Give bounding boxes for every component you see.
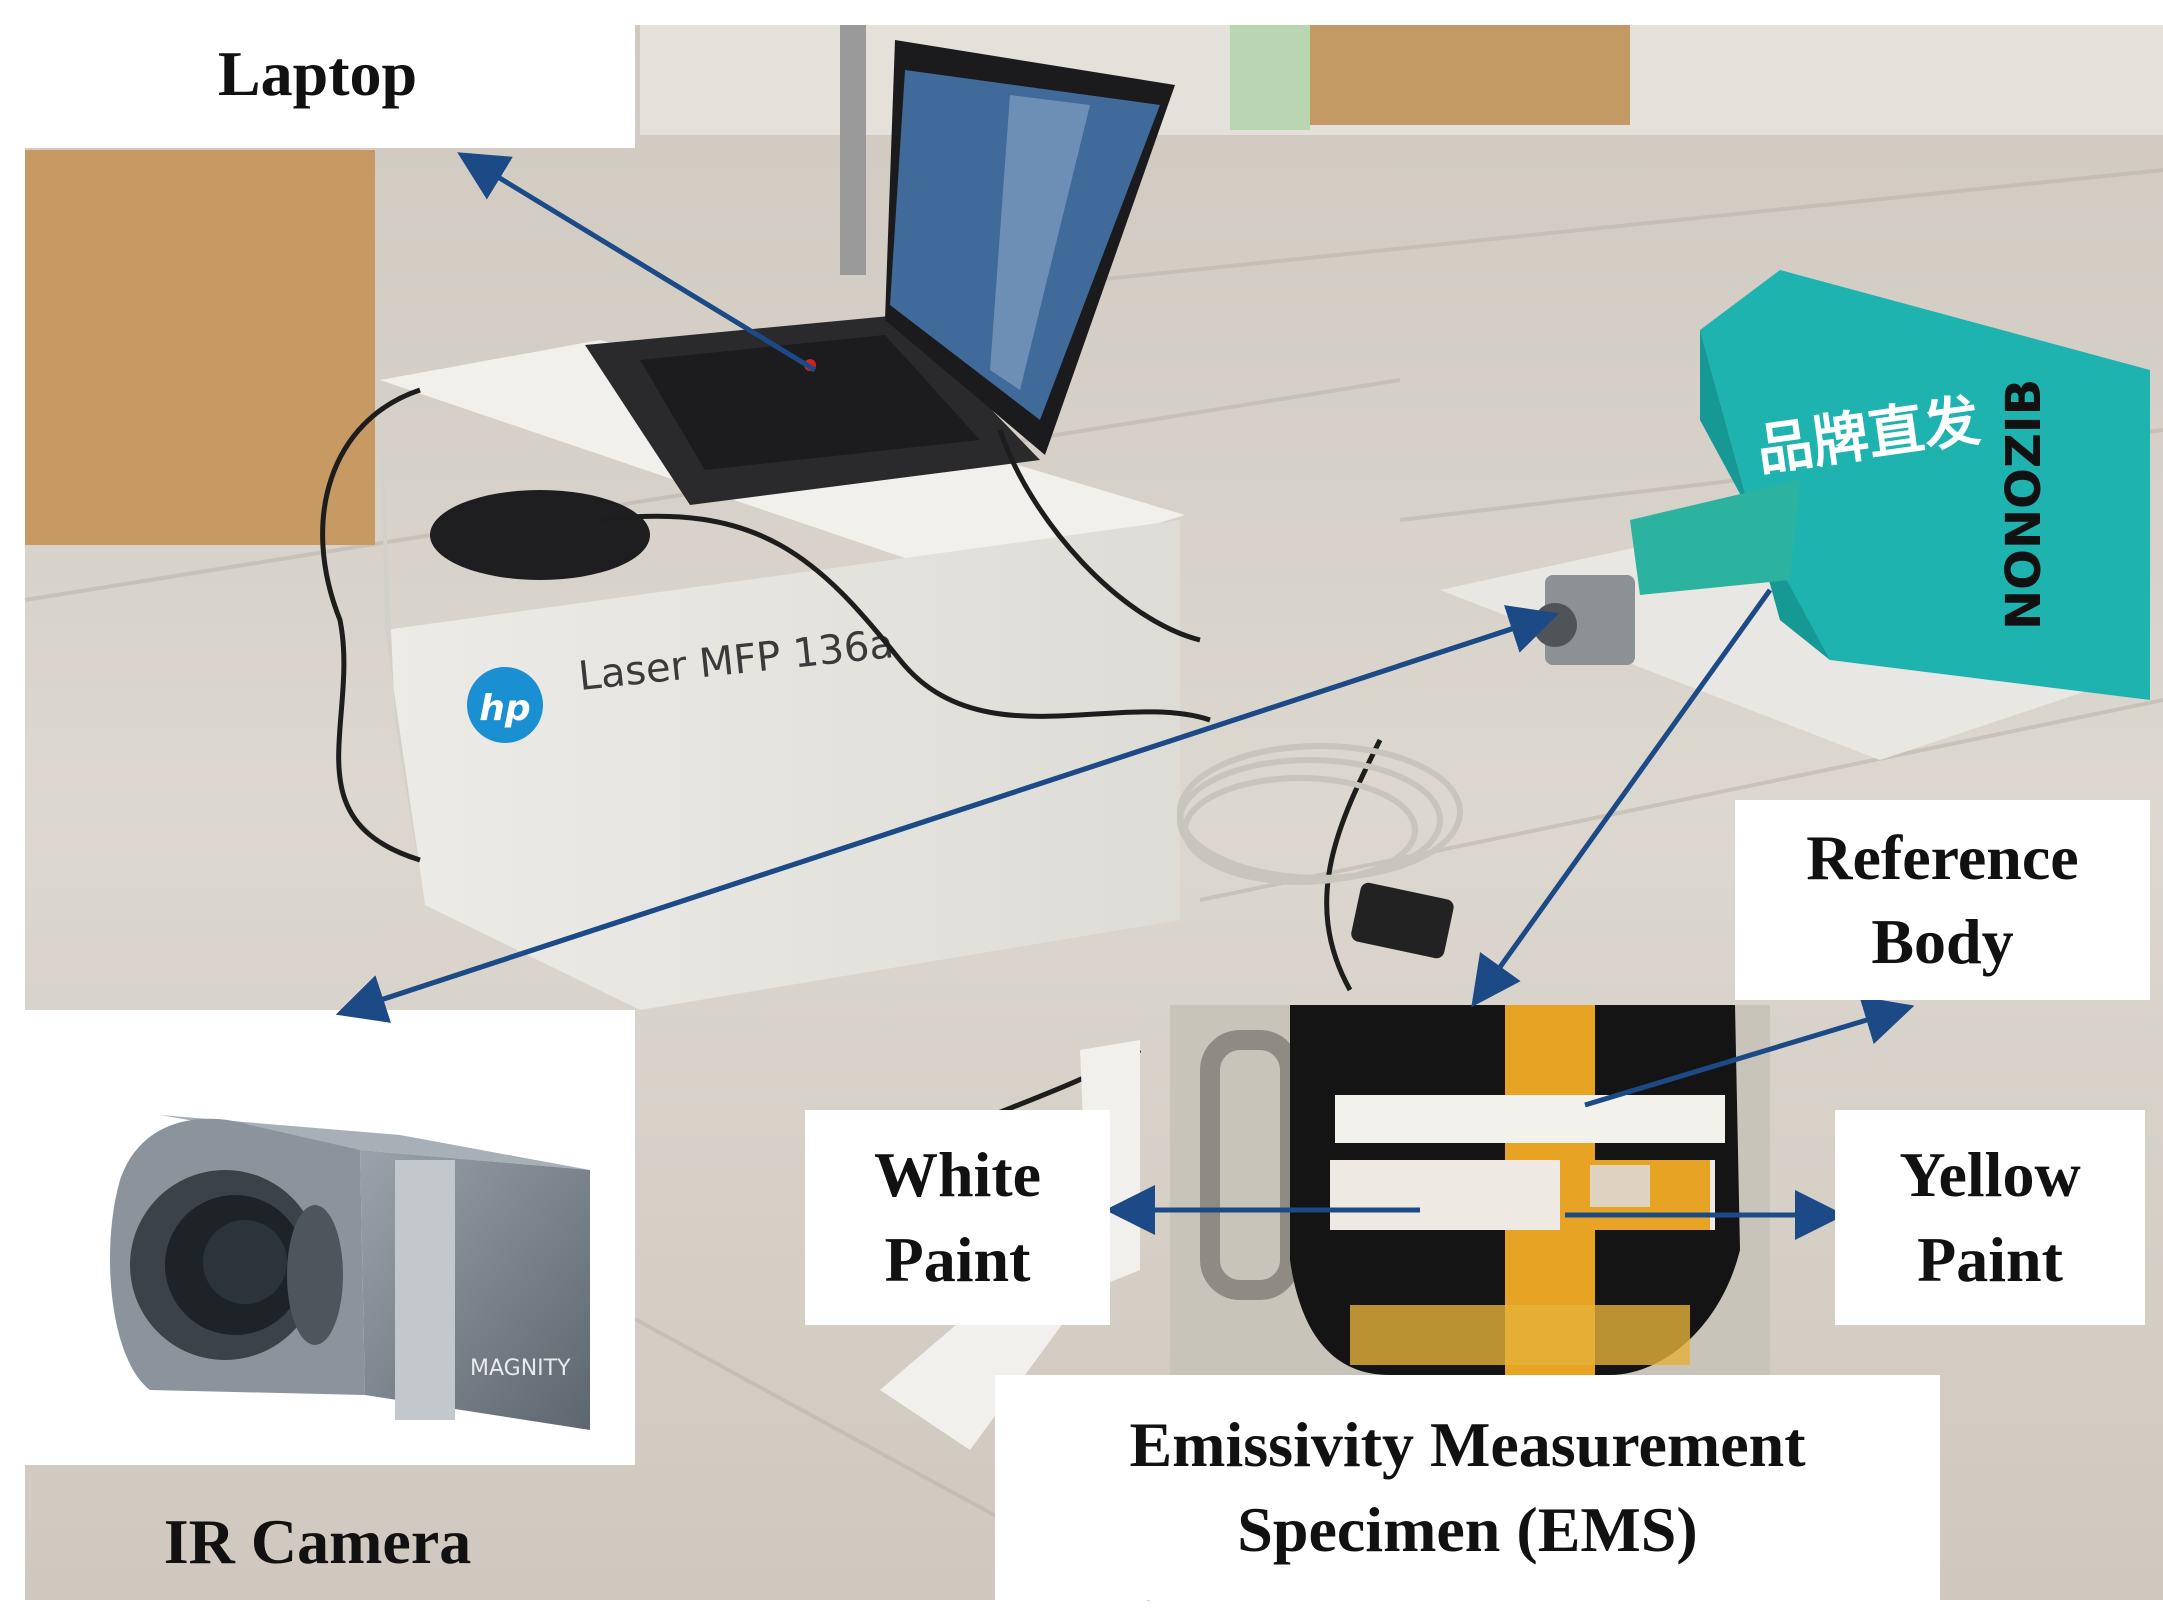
power-adapter xyxy=(1351,882,1454,959)
arrow-ir-camera-back xyxy=(349,605,1560,1013)
ems-white-band-1 xyxy=(1335,1095,1725,1143)
label-white-paint: White Paint xyxy=(805,1110,1110,1325)
printer-box-side xyxy=(380,380,425,905)
label-ems-line2: Specimen (EMS) xyxy=(1237,1493,1698,1565)
coiled-cable xyxy=(1177,743,1463,885)
background-box-top xyxy=(1310,25,1630,125)
label-reference-body: Reference Body xyxy=(1735,800,2150,1000)
arrow-ems xyxy=(1471,588,1773,1008)
label-ems-line1: Emissivity Measurement xyxy=(1129,1409,1806,1481)
laptop-screen-pane xyxy=(990,95,1090,390)
ir-camera-side-window xyxy=(287,1205,343,1345)
bin xyxy=(1230,25,1310,130)
label-ems: Emissivity Measurement Specimen (EMS) xyxy=(995,1375,1940,1600)
label-yellow-paint-line1: Yellow xyxy=(1899,1139,2081,1211)
blue-box xyxy=(1700,270,2150,700)
ir-camera-lens-glass xyxy=(203,1220,287,1304)
ems-tape xyxy=(1590,1165,1650,1207)
blue-box-text-brand: NONOZIB xyxy=(1996,379,2052,630)
hp-logo-text: hp xyxy=(479,688,530,729)
label-yellow-paint: Yellow Paint xyxy=(1835,1110,2145,1325)
ir-camera-brand-text: MAGNITY xyxy=(470,1356,571,1381)
mouse xyxy=(430,490,650,580)
laptop-keyboard xyxy=(640,335,980,470)
label-white-paint-line2: Paint xyxy=(884,1223,1031,1295)
small-ir-camera-lens xyxy=(1533,603,1577,647)
printer-box-front xyxy=(385,520,1180,1010)
background-box-left xyxy=(25,150,375,545)
label-reference-body-line2: Body xyxy=(1871,906,2014,977)
arrow-laptop xyxy=(457,152,817,373)
ems-bottom-band xyxy=(1350,1305,1690,1365)
label-reference-body-line1: Reference xyxy=(1806,821,2079,893)
cables xyxy=(320,387,1383,1163)
ir-camera-body-side xyxy=(360,1150,590,1430)
ir-camera-body-top xyxy=(160,1115,590,1170)
label-ir-camera-text: IR Camera xyxy=(163,1506,472,1578)
annotation-arrows xyxy=(335,152,1915,1240)
hp-logo xyxy=(467,667,543,743)
ir-camera-band xyxy=(395,1160,455,1420)
label-laptop: Laptop xyxy=(0,0,635,148)
label-ir-camera: IR Camera xyxy=(0,1465,635,1620)
blue-box-card xyxy=(1630,480,1800,595)
desk-leg xyxy=(840,25,866,275)
label-laptop-text: Laptop xyxy=(217,37,418,109)
label-yellow-paint-line2: Paint xyxy=(1917,1223,2063,1295)
label-white-paint-line1: White xyxy=(873,1139,1042,1211)
arrow-reference-body xyxy=(1584,996,1915,1108)
